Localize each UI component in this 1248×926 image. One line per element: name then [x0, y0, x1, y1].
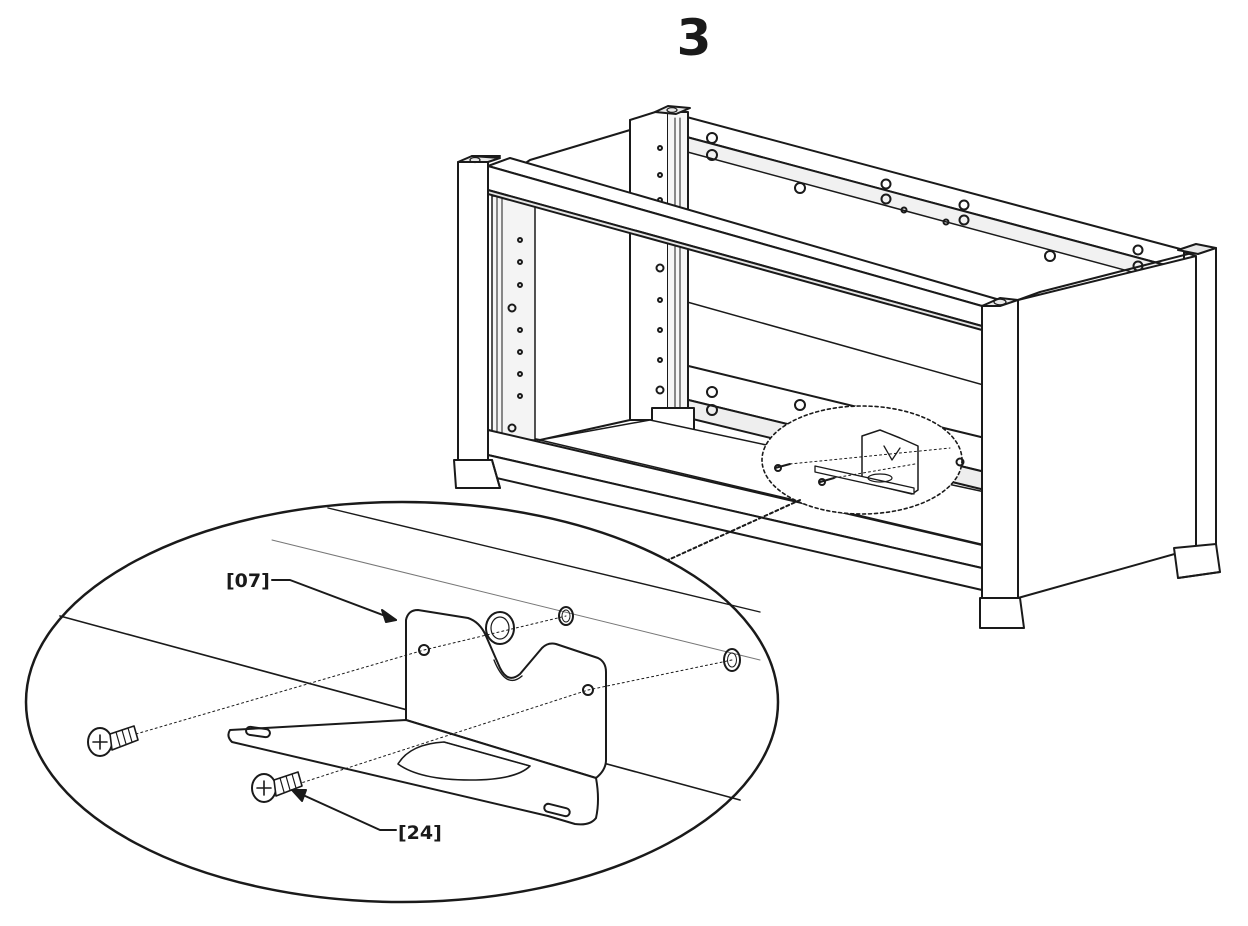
right-rear-post [1173, 243, 1221, 579]
part-label-07: [07] [226, 570, 270, 592]
leader-arrow-07 [271, 579, 397, 623]
screw-icon [251, 771, 303, 803]
front-right-post [979, 297, 1025, 629]
callout-connector [667, 499, 801, 561]
bracket-07 [227, 609, 607, 826]
screw-icon [87, 725, 139, 757]
mounting-holes [485, 606, 741, 672]
back-left-post [629, 107, 695, 435]
part-label-24: [24] [398, 822, 442, 844]
right-end-panel [1017, 251, 1197, 599]
back-left-post-cap [654, 105, 691, 115]
detail-callout-small [761, 405, 965, 515]
front-top-rail [487, 157, 1001, 331]
leader-arrow-24 [291, 789, 397, 831]
magnified-detail [24, 500, 780, 904]
step-number: 3 [676, 9, 712, 67]
alignment-lines [135, 615, 733, 785]
front-left-post [453, 155, 501, 489]
